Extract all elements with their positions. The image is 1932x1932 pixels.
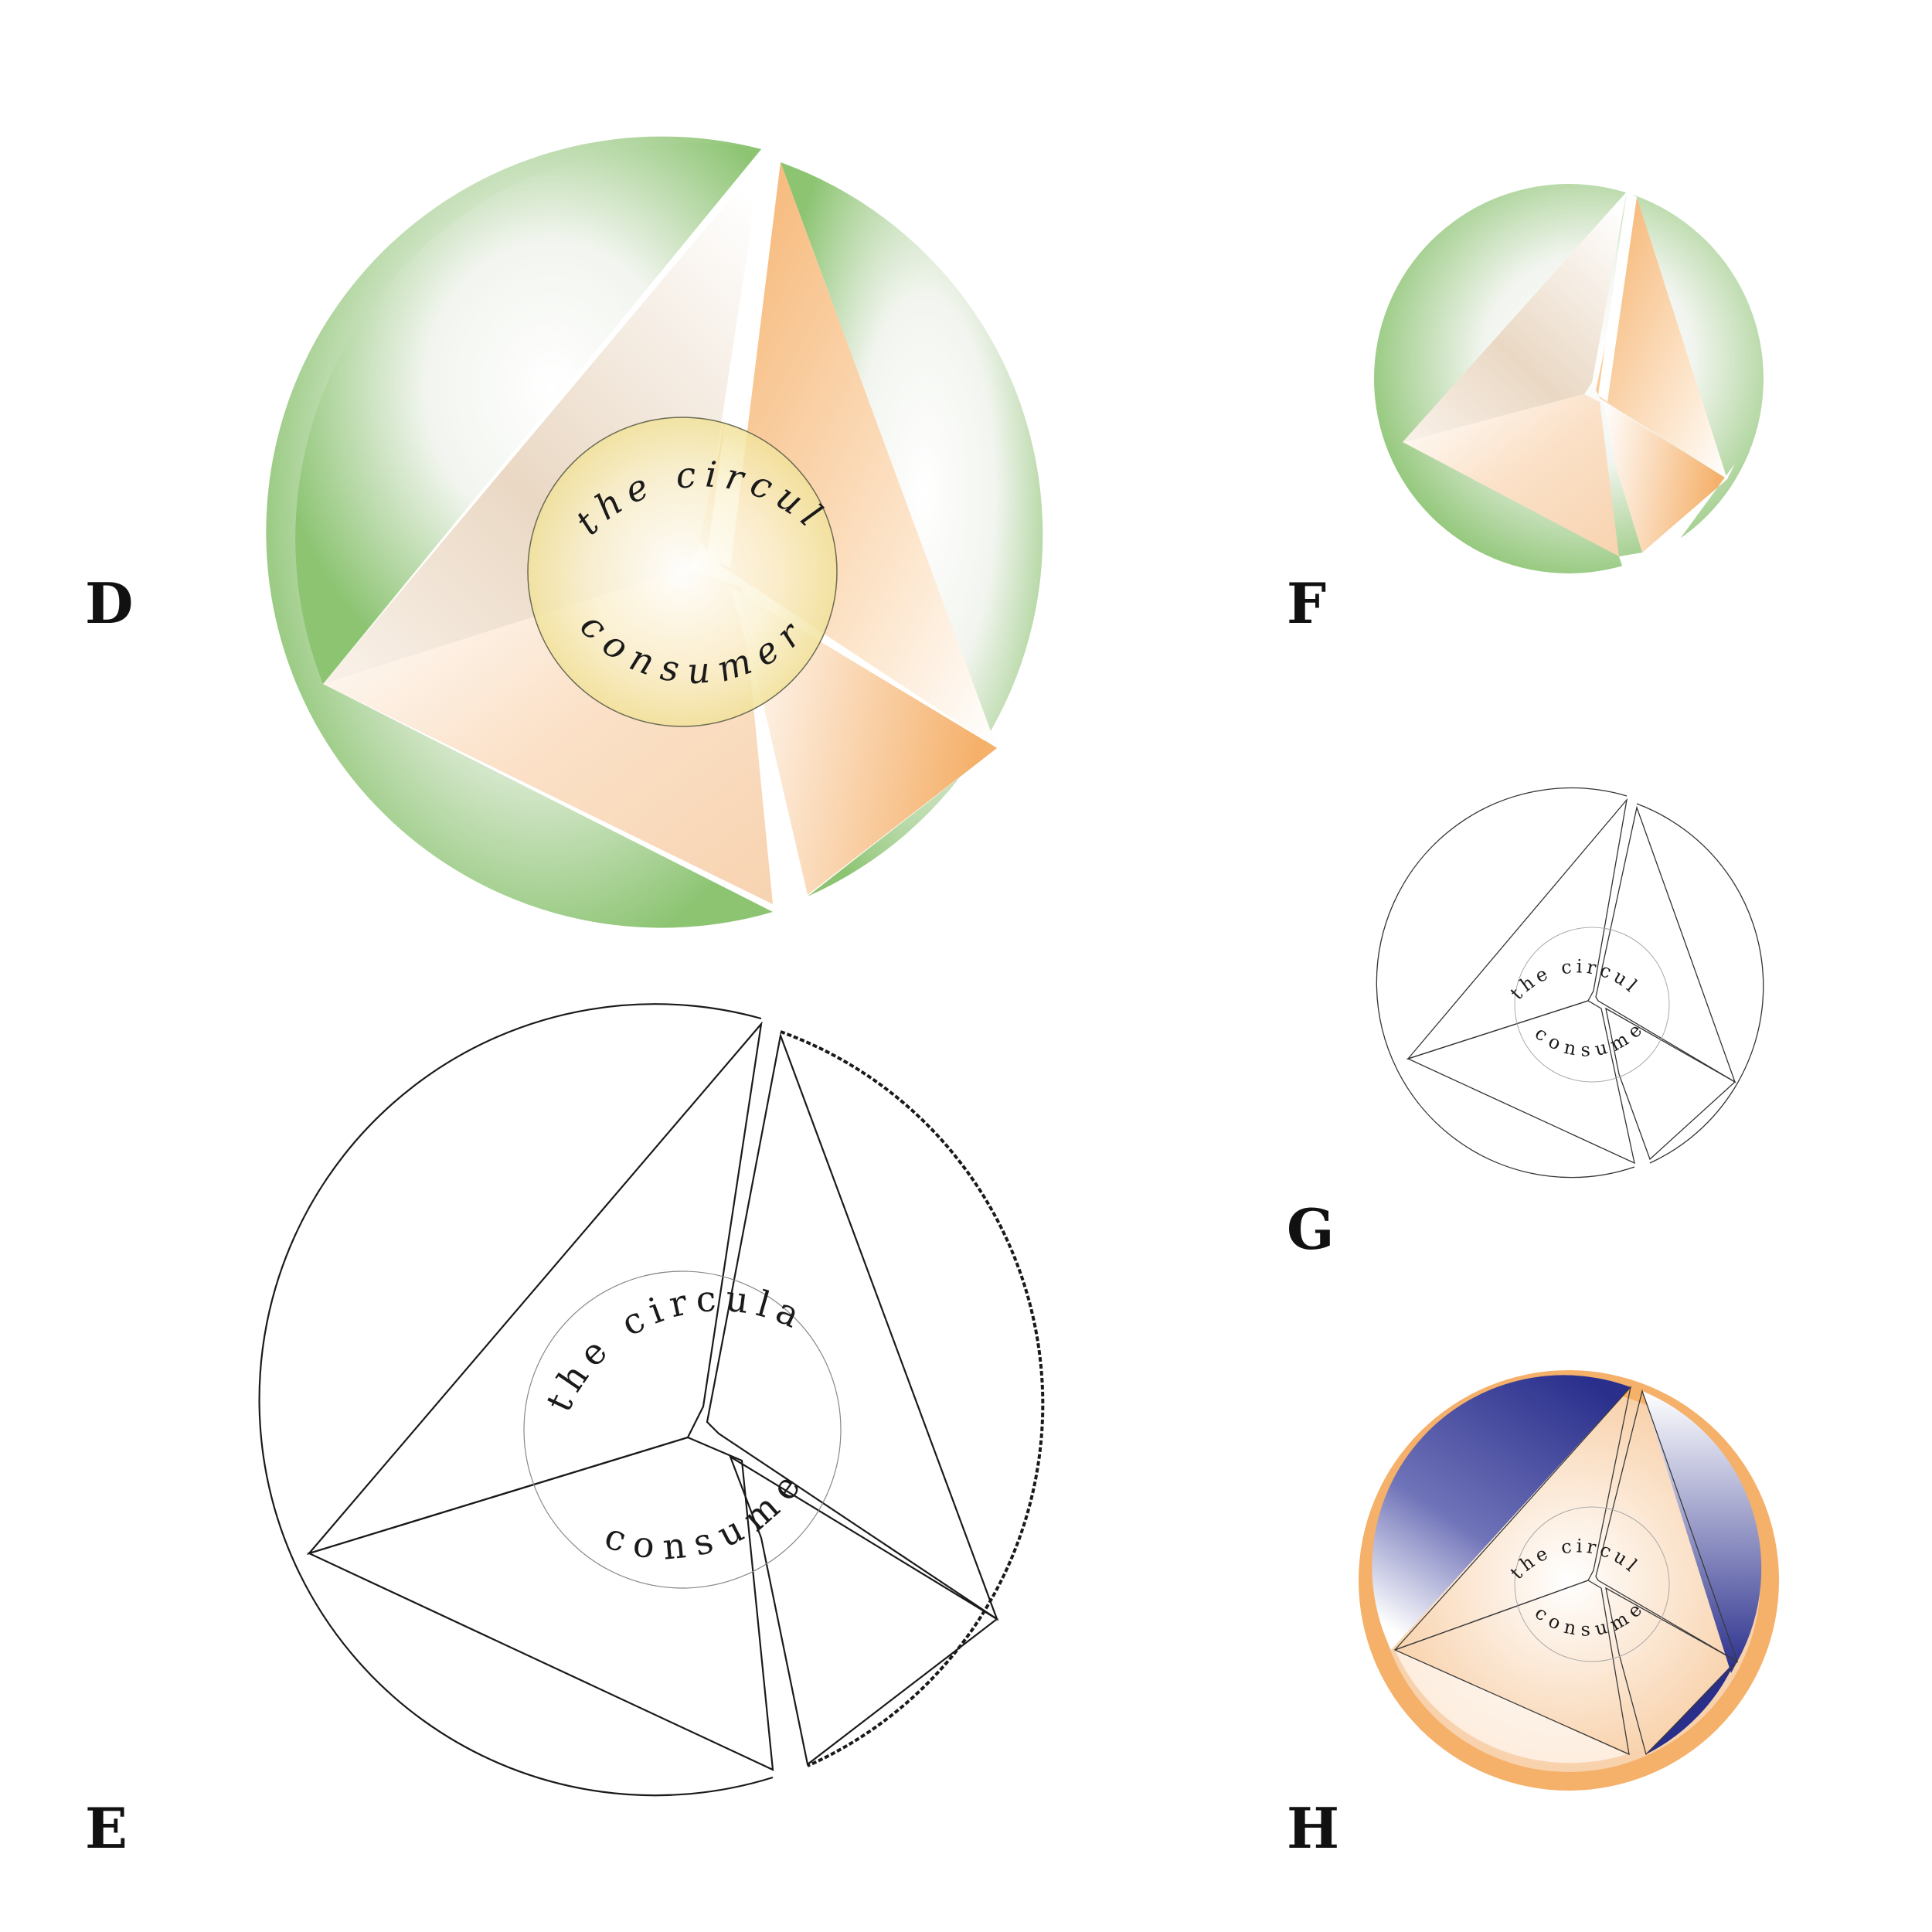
f-facet-right [1596,197,1727,479]
logo-F [1374,184,1764,573]
f-gap2 [1619,464,1735,568]
d-facet-right [699,162,997,748]
f-facet-br [1604,402,1727,553]
e-facet-bottom [306,1436,774,1771]
g-facet-right [1595,805,1736,1083]
label-E: E [85,1795,128,1861]
g-facet-br [1605,1007,1736,1161]
f-gap [1598,192,1637,402]
e-arc-right [780,1030,1045,1767]
label-G: G [1287,1196,1335,1262]
h-white-bl [1395,1650,1627,1764]
h-center-circle [1514,1506,1670,1662]
e-facet-br [728,1454,998,1766]
label-F: F [1287,570,1327,636]
d-center-circle [527,417,838,727]
h-navy-right [1642,1391,1762,1673]
f-facet-bottom [1403,394,1619,556]
e-center-circle [523,1270,842,1589]
h-navy-topleft [1372,1375,1631,1650]
d-circle-left-top [295,142,761,685]
logo-D: the circular consumer [0,0,1043,928]
label-H: H [1287,1795,1340,1861]
g-arc-left [1376,787,1635,1179]
h-facet-bottom [1393,1580,1630,1756]
label-D: D [85,570,134,636]
h-facet-right [1595,1389,1739,1663]
e-facet-left [306,1021,763,1556]
e-facet-right [706,1032,999,1621]
g-facet-bottom [1406,1000,1635,1165]
d-circle-right [781,162,1043,896]
e-arc-left [258,1003,774,1797]
f-facet-left [1403,192,1627,442]
h-facet-br [1605,1587,1739,1756]
g-arc-right [1636,803,1764,1164]
g-center-circle [1514,927,1670,1083]
